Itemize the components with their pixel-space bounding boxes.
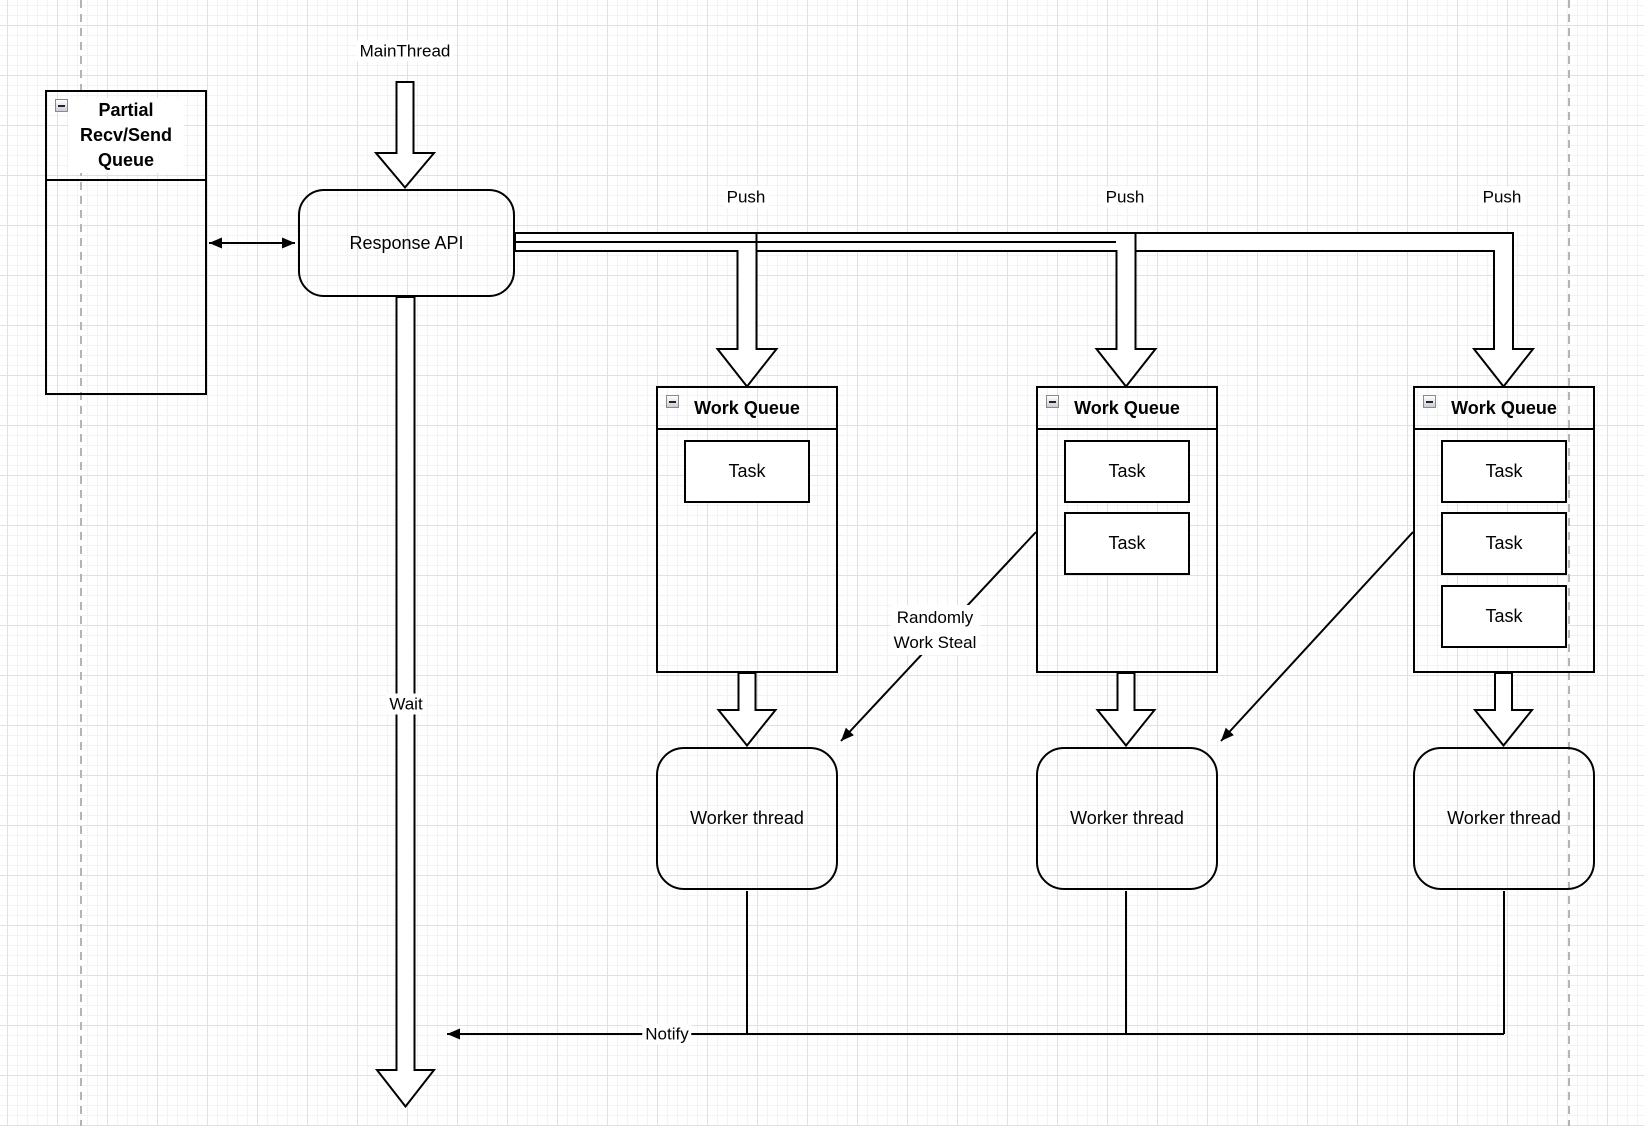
- partial-queue-title: Partial Recv/Send Queue: [68, 98, 184, 173]
- push-label-1[interactable]: Push: [723, 186, 769, 208]
- worker-thread-2-label: Worker thread: [1070, 808, 1184, 828]
- wait-label[interactable]: Wait: [386, 693, 426, 715]
- work-queue-2-title: Work Queue: [1074, 398, 1180, 418]
- work-queue-3[interactable]: Work Queue Task Task Task: [1413, 386, 1595, 673]
- work-queue-1-header: Work Queue: [658, 388, 836, 430]
- partial-queue-header: Partial Recv/Send Queue: [47, 92, 205, 181]
- queue3-to-worker3-arrow[interactable]: [1472, 672, 1535, 748]
- notify-label[interactable]: Notify: [642, 1023, 692, 1045]
- task-item[interactable]: Task: [1441, 512, 1567, 575]
- work-queue-1[interactable]: Work Queue Task: [656, 386, 838, 673]
- worker-thread-2[interactable]: Worker thread: [1036, 747, 1218, 890]
- minus-glyph: [58, 104, 65, 107]
- minus-glyph: [1426, 400, 1433, 403]
- task-item[interactable]: Task: [1064, 440, 1190, 503]
- queue1-to-worker1-arrow[interactable]: [716, 672, 778, 748]
- worker-thread-1[interactable]: Worker thread: [656, 747, 838, 890]
- collapse-icon[interactable]: [55, 99, 68, 112]
- response-api-label: Response API: [349, 232, 464, 253]
- worker-thread-1-label: Worker thread: [690, 808, 804, 828]
- work-queue-2[interactable]: Work Queue Task Task: [1036, 386, 1218, 673]
- worker-thread-3-label: Worker thread: [1447, 808, 1561, 828]
- partial-recv-send-queue[interactable]: Partial Recv/Send Queue: [45, 90, 207, 395]
- work-queue-3-title: Work Queue: [1451, 398, 1557, 418]
- push-label-3[interactable]: Push: [1479, 186, 1525, 208]
- work-queue-1-title: Work Queue: [694, 398, 800, 418]
- push-label-2[interactable]: Push: [1102, 186, 1148, 208]
- work-queue-2-header: Work Queue: [1038, 388, 1216, 430]
- push-arrow-2[interactable]: [514, 232, 1158, 389]
- work-queue-3-header: Work Queue: [1415, 388, 1593, 430]
- mainthread-arrow[interactable]: [373, 81, 437, 190]
- queue2-to-worker2-arrow[interactable]: [1095, 672, 1157, 748]
- task-item[interactable]: Task: [1064, 512, 1190, 575]
- work-steal-label-line1: Randomly: [896, 608, 974, 627]
- task-item[interactable]: Task: [684, 440, 810, 503]
- task-item[interactable]: Task: [1441, 585, 1567, 648]
- collapse-icon[interactable]: [666, 395, 679, 408]
- work-steal-label-line2: Work Steal: [893, 633, 977, 652]
- push-arrow-1[interactable]: [514, 232, 779, 389]
- minus-glyph: [1049, 400, 1056, 403]
- work-steal-label[interactable]: Randomly Work Steal: [890, 605, 980, 655]
- minus-glyph: [669, 400, 676, 403]
- mainthread-label[interactable]: MainThread: [356, 40, 454, 62]
- collapse-icon[interactable]: [1046, 395, 1059, 408]
- task-item[interactable]: Task: [1441, 440, 1567, 503]
- worker-thread-3[interactable]: Worker thread: [1413, 747, 1595, 890]
- work-steal-arrow-2[interactable]: [1220, 531, 1414, 742]
- response-api-node[interactable]: Response API: [298, 189, 515, 297]
- collapse-icon[interactable]: [1423, 395, 1436, 408]
- push-arrow-3[interactable]: [514, 232, 1536, 389]
